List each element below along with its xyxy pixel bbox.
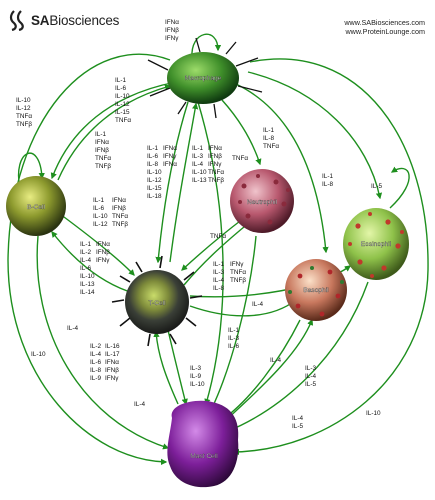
site-links: www.SABiosciences.com www.ProteinLounge.… [344,18,425,36]
cytokine-labels: IFNα IFNβ IFNγ IL-10 IL-12 TNFα TNFβ IL-… [16,19,382,430]
mastcell-label: Mast Cell [190,453,218,460]
logo: SABiosciences [8,8,119,32]
macrophage-cell[interactable]: Macrophage [147,37,263,119]
site-link-sabiosciences[interactable]: www.SABiosciences.com [344,18,425,27]
arrow-b-to-mac [57,84,172,181]
macrophage-label: Macrophage [185,75,222,82]
label-b-to-mac: IL-1 IFNα IFNβ TNFα TNFβ [95,131,113,170]
label-mac-to-eos: IL-1 IL-8 [322,173,335,188]
label-t-to-eos: IL-4 [270,357,281,364]
arrow-t-to-mac [169,102,199,263]
arrow-t-to-neutro [183,221,251,286]
arrow-mac-to-neutro [221,99,262,166]
arrow-t-to-baso [189,299,297,317]
tcell-cell[interactable]: T-Cell [111,255,203,347]
neutrophil-label: Neutrophil [247,199,278,206]
arrow-t-to-mast [167,329,188,406]
label-neutro-to-t: TNFα [210,233,226,240]
arrow-neutro-to-t [181,217,245,271]
label-mac-to-baso: IL-1 IL-8 TNFα [263,127,279,150]
arrow-mac-to-mast [197,101,224,406]
basophil-granules-icon [295,269,341,317]
mastcell-cell[interactable]: Mast Cell [167,400,239,488]
arrow-mac-to-t [155,101,189,264]
label-outer-left: IL-10 [31,351,46,358]
arrow-mac-self [191,33,222,59]
eosinophil-granules-icon [348,212,404,278]
basophil-label: Basophil [303,287,329,294]
label-t-to-mast: IL-3 IL-9 IL-10 [190,365,205,388]
label-mac-to-b: IL-1 IL-6 IL-10 IL-12 IL-15 TNFα [115,77,131,124]
label-neutro-to-mast: IL-4 [252,301,263,308]
arrow-outer-right [232,58,429,456]
arrow-eos-self [389,166,410,209]
arrows [7,33,429,466]
label-eos-to-mast: IL-3 IL-4 IL-5 [305,365,318,388]
neutrophil-cell[interactable]: Neutrophil [230,169,294,233]
eosinophil-cell[interactable]: Eosinophil [343,208,409,280]
label-mac-self: IFNα IFNβ IFNγ [165,19,181,42]
arrow-t-to-b [51,231,131,293]
basophil-green-granules-icon [288,266,344,294]
label-t-to-baso: IL-1 IL-3 IL-6 [228,327,241,350]
arrow-outer-left [7,53,171,466]
arrow-eos-to-mast [224,281,369,434]
arrow-mac-to-baso [235,83,329,254]
arrow-mast-to-t [153,330,179,405]
macrophage-spikes-icon [147,37,263,119]
site-link-proteinlounge[interactable]: www.ProteinLounge.com [345,27,425,36]
eosinophil-label: Eosinophil [361,241,392,248]
arrow-mast-to-baso [225,318,314,421]
arrow-b-to-mast [36,235,170,450]
label-eos-self: IL-5 [371,183,382,190]
label-outer-right: IL-10 [366,410,381,417]
logo-mark-icon [9,10,24,31]
tcell-label: T-Cell [148,300,166,307]
basophil-cell[interactable]: Basophil [285,259,347,321]
arrow-neutro-to-mast [211,235,257,410]
arrow-mac-to-b [50,81,177,180]
tcell-spikes-icon [111,255,203,347]
label-mac-to-neutro: TNFα [232,155,248,162]
arrow-b-to-t [59,213,135,276]
logo-text: SABiosciences [31,12,120,28]
bcell-label: B-Cell [27,204,45,211]
label-b-to-t-lower: IL-4 [67,325,78,332]
label-b-self: IL-10 IL-12 TNFα TNFβ [16,97,34,128]
label-b-to-mast: IL-4 [134,401,145,408]
label-mast-to-baso: IL-4 IL-5 [292,415,305,430]
neutrophil-granules-icon [238,174,290,225]
bcell-cell[interactable]: B-Cell [6,176,66,236]
arrow-mac-to-eos [247,71,383,200]
